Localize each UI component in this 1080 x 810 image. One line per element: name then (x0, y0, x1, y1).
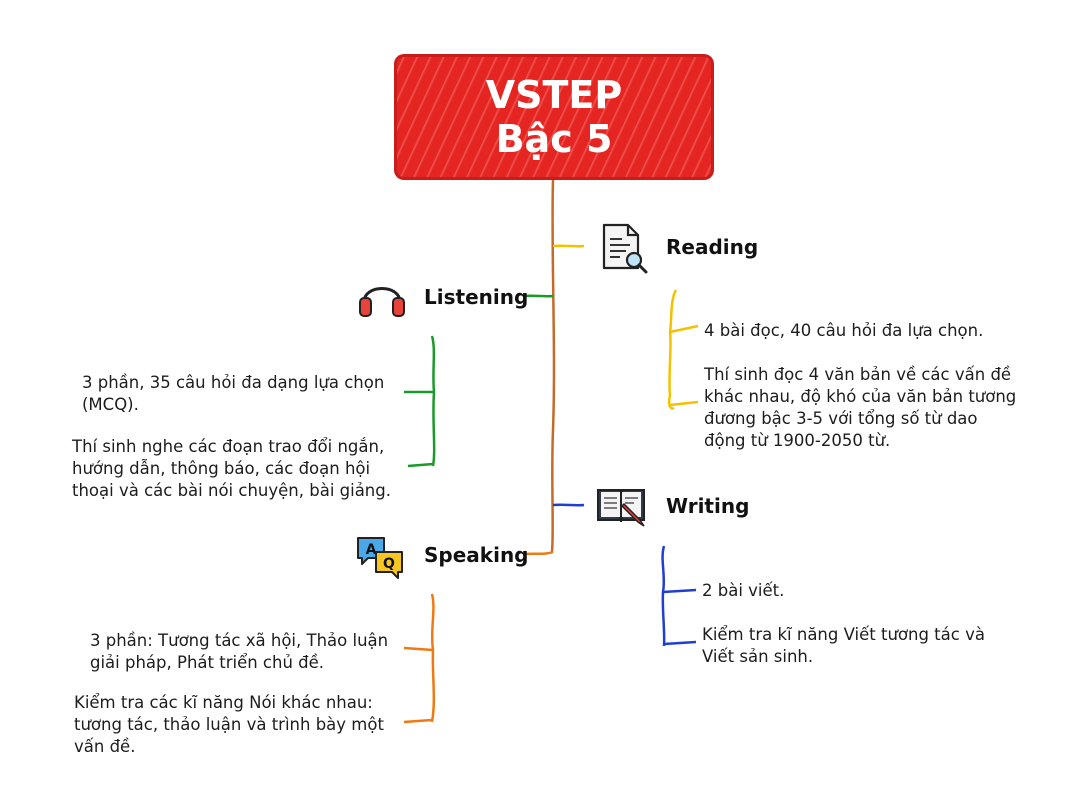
reading-tick-2 (669, 400, 699, 407)
speaking-title: Speaking (424, 543, 529, 567)
speaking-item-1: 3 phần: Tương tác xã hội, Thảo luận giải… (90, 631, 389, 672)
listening-bracket (430, 335, 436, 467)
speaking-connector (523, 550, 554, 556)
listening-connector (523, 294, 554, 298)
writing-title: Writing (666, 494, 750, 518)
writing-tick-2 (663, 640, 697, 646)
book-pen-icon (597, 489, 645, 527)
reading-bracket (667, 289, 678, 410)
writing-connector (552, 503, 585, 507)
speaking-bracket (430, 593, 436, 723)
reading-tick-1 (669, 324, 699, 334)
qa-chat-icon: A Q (357, 537, 403, 579)
reading-title: Reading (666, 235, 759, 259)
speaking-item-2: Kiểm tra các kĩ năng Nói khác nhau: tươn… (74, 693, 384, 756)
root-title-line-1: VSTEP (485, 73, 623, 117)
reading-item-2: Thí sinh đọc 4 văn bản về các vấn đề khá… (704, 365, 1017, 450)
speaking-tick-1 (403, 646, 434, 652)
writing-item-2: Kiểm tra kĩ năng Viết tương tác và Viết … (702, 625, 985, 666)
reading-item-1: 4 bài đọc, 40 câu hỏi đa lựa chọn. (704, 321, 984, 340)
headphones-icon (359, 287, 405, 317)
writing-bracket (661, 545, 666, 647)
writing-tick-1 (662, 588, 697, 594)
listening-item-1: 3 phần, 35 câu hỏi đa dạng lựa chọn (MCQ… (82, 373, 385, 414)
listening-title: Listening (424, 285, 529, 309)
document-search-icon (602, 223, 648, 274)
svg-text:Q: Q (383, 556, 395, 572)
trunk-line (550, 179, 556, 553)
speaking-tick-2 (403, 718, 433, 724)
reading-connector (552, 244, 585, 248)
root-title-line-2: Bậc 5 (495, 117, 613, 161)
root-node: VSTEP Bậc 5 (394, 54, 714, 180)
listening-tick-2 (407, 462, 434, 468)
svg-text:A: A (366, 542, 377, 558)
writing-item-1: 2 bài viết. (702, 581, 785, 600)
listening-item-2: Thí sinh nghe các đoạn trao đổi ngắn, hư… (72, 437, 391, 500)
